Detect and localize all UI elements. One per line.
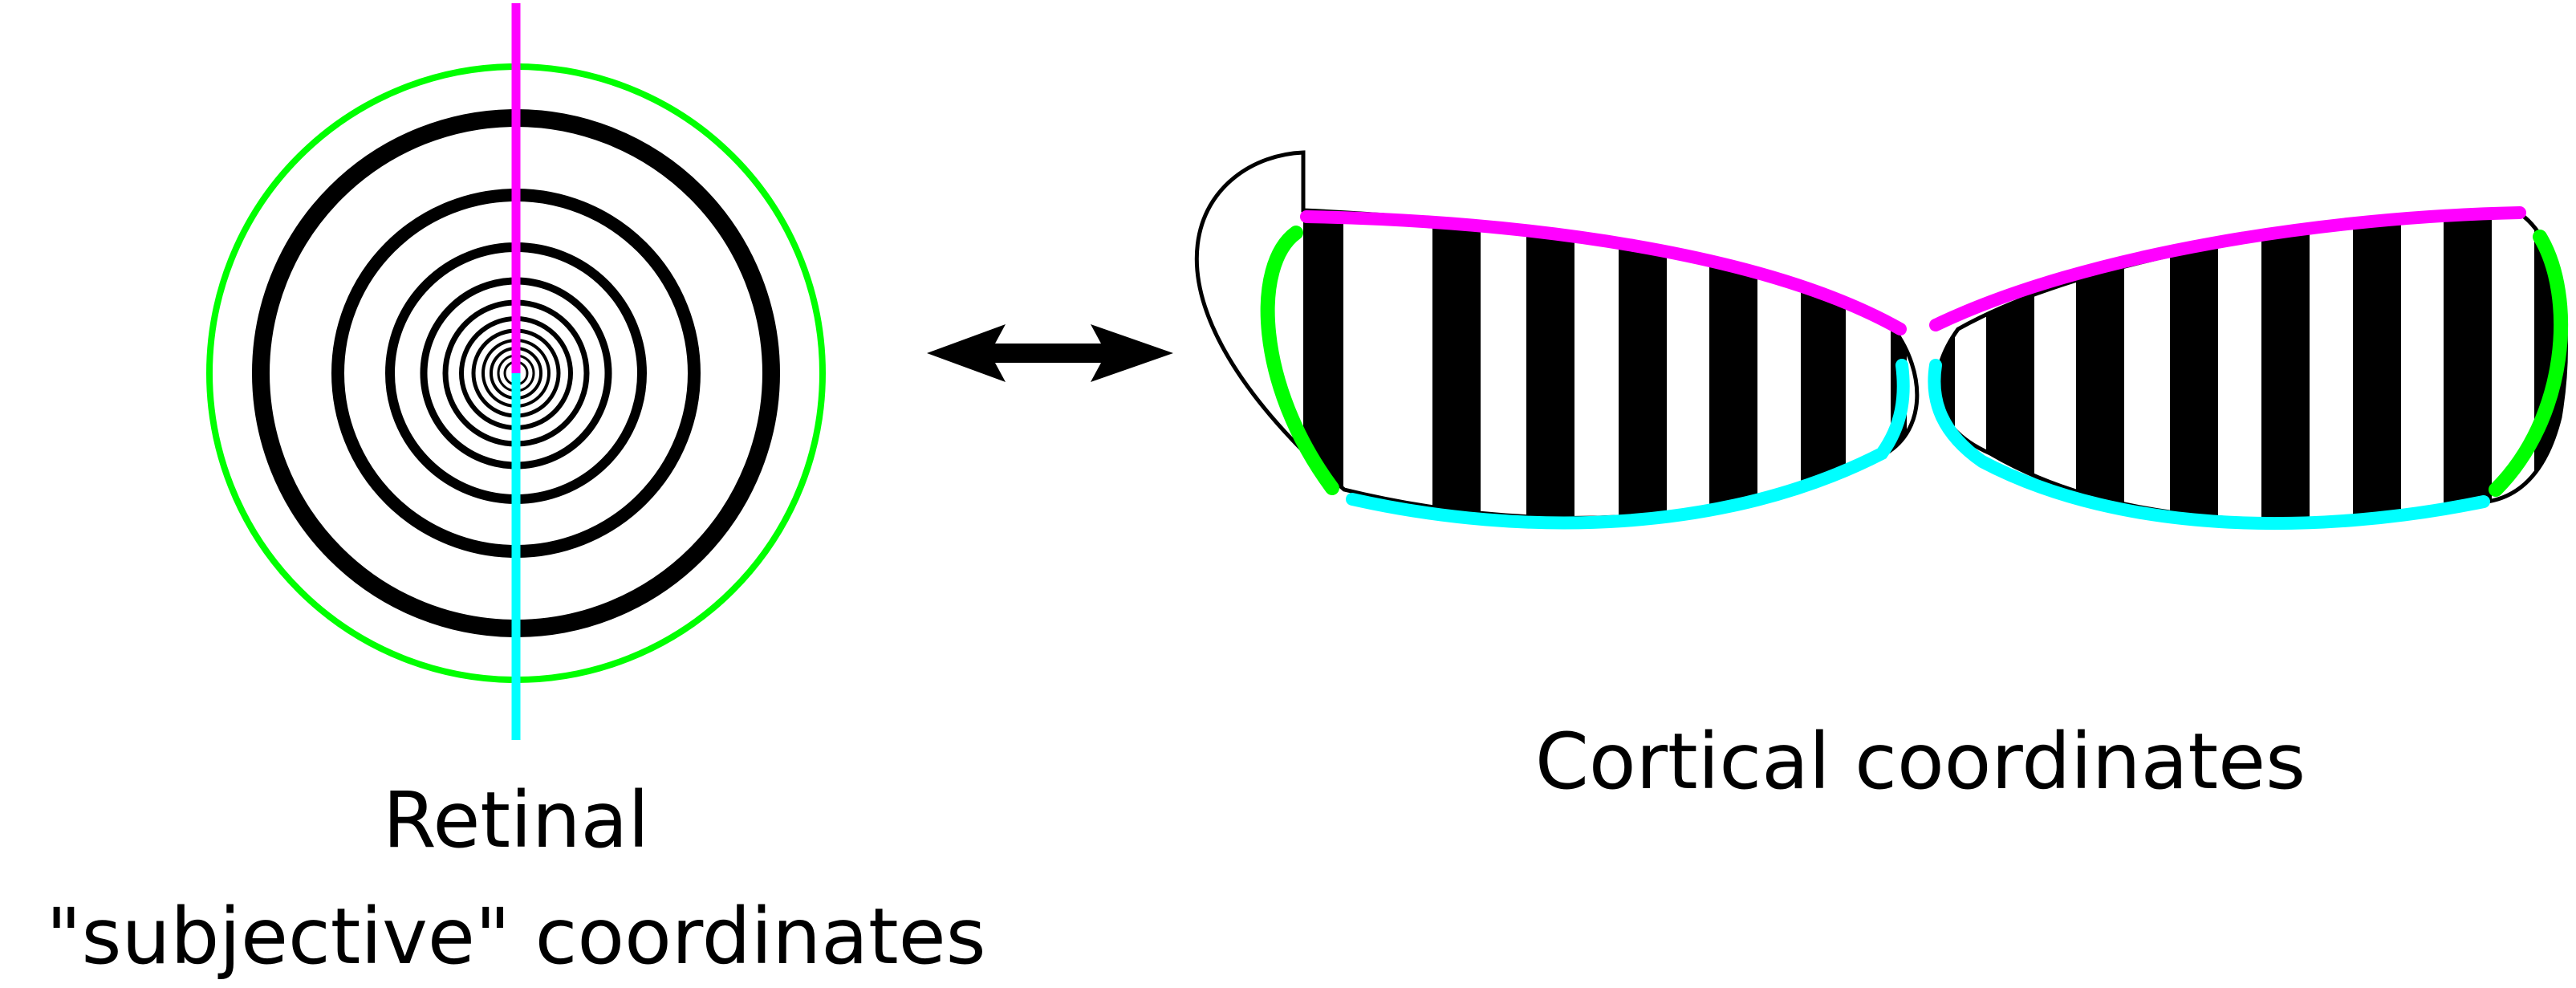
left-periphery-edge (1260, 226, 1339, 495)
stripe (2170, 209, 2218, 520)
stripe (2261, 209, 2310, 520)
stripe (1709, 193, 1757, 518)
retinal-rings (206, 3, 826, 740)
right-upper-meridian-edge (1929, 206, 2526, 331)
retinal-caption-line2: "subjective" coordinates (46, 892, 985, 982)
left-lower-meridian-edge (1346, 359, 1910, 530)
right-lower-meridian-edge (1928, 359, 2490, 531)
double-headed-arrow-icon (927, 324, 1173, 382)
left-upper-meridian-edge (1300, 210, 1907, 335)
stripe (2353, 209, 2401, 520)
stripe (2076, 209, 2124, 520)
cortical-right-lobe (1928, 206, 2568, 531)
retinal-caption-line1: Retinal (383, 775, 649, 865)
cortical-left-lobe (1195, 150, 1920, 530)
stripe (1432, 193, 1481, 518)
stripe (2444, 209, 2492, 520)
cortical-caption: Cortical coordinates (1535, 717, 2306, 807)
right-periphery-edge (2489, 230, 2568, 497)
stripe (1940, 209, 1955, 520)
stripe (1526, 193, 1574, 518)
